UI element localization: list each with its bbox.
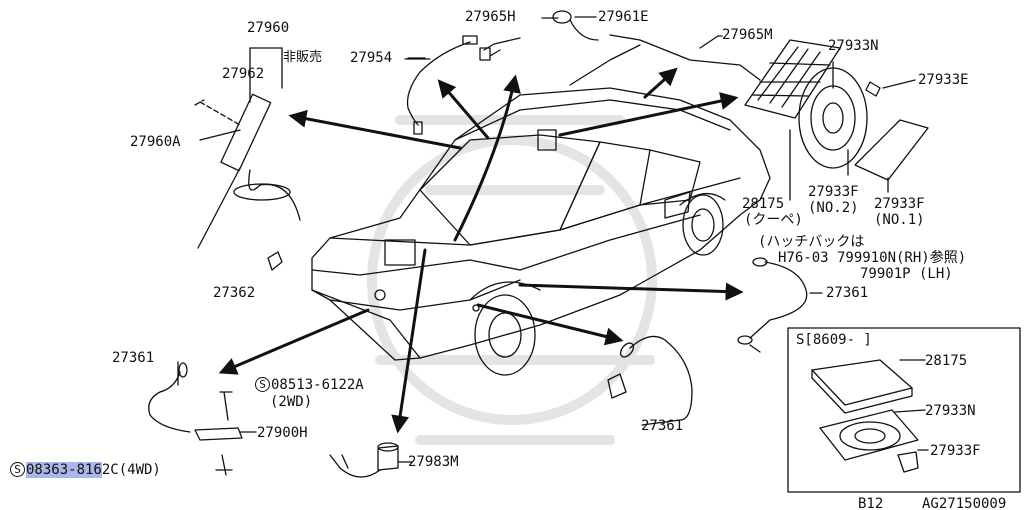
part-note-no1: (NO.1) (874, 212, 925, 228)
part-label-27983m: 27983M (408, 454, 459, 470)
inset-part-label-27933f: 27933F (930, 443, 981, 459)
harness-27965m-drawing (569, 34, 761, 86)
part-number-08513: 08513-6122A (271, 377, 364, 393)
part-label-27362: 27362 (213, 285, 256, 301)
relay-27983m-drawing (377, 445, 399, 471)
part-label-27961e: 27961E (598, 9, 649, 25)
inset-title: S[8609- ] (796, 332, 872, 348)
leader-lines (404, 17, 761, 426)
cable-27954-drawing (406, 41, 471, 126)
inset-part-label-28175: 28175 (925, 353, 968, 369)
callout-arrows (218, 67, 744, 434)
ground-strap-right-drawing (749, 261, 808, 339)
part-label-27933n: 27933N (828, 38, 879, 54)
screw-symbol-icon: S (255, 377, 270, 392)
ground-strap-bottom-drawing (629, 335, 693, 421)
part-label-27361-right: 27361 (826, 285, 869, 301)
part-label-27962: 27962 (222, 66, 265, 82)
part-label-27361-left: 27361 (112, 350, 155, 366)
part-label-27965m: 27965M (722, 27, 773, 43)
part-label-27960: 27960 (247, 20, 290, 36)
screw-symbol-icon: S (10, 462, 25, 477)
antenna-mast-drawing (194, 47, 301, 249)
part-label-27965h: 27965H (465, 9, 516, 25)
inset-part-label-27933n: 27933N (925, 403, 976, 419)
footer-page-id: B12 (858, 496, 884, 510)
part-label-27933f-no2: 27933F (808, 184, 859, 200)
part-note-not-for-sale: 非販売 (283, 50, 323, 65)
part-note-2wd: (2WD) (270, 394, 313, 410)
part-note-no2: (NO.2) (808, 200, 859, 216)
clip-27362-drawing (267, 251, 283, 271)
part-number-08363-suffix: 2C(4WD) (101, 462, 161, 478)
part-label-27954: 27954 (350, 50, 393, 66)
hatchback-note-line3: 79901P (LH) (860, 266, 953, 282)
hatchback-note-line2: H76-03 799910N(RH)参照) (778, 250, 967, 266)
speaker-grille-drawing (744, 39, 841, 119)
part-number-08363-highlight: 08363-816 (26, 462, 102, 478)
footer-diagram-code: AG27150009 (922, 496, 1007, 510)
part-label-27933e: 27933E (918, 72, 969, 88)
part-label-28175: 28175 (742, 196, 785, 212)
part-label-27960a: 27960A (130, 134, 181, 150)
hatchback-note-line1: (ハッチバックは (758, 234, 865, 250)
part-label-27933f-no1: 27933F (874, 196, 925, 212)
part-label-27900h: 27900H (257, 425, 308, 441)
part-note-coupe: (クーペ) (744, 212, 803, 228)
bracket-27933f-drawing (854, 119, 929, 181)
bracket-27900h-drawing (194, 427, 243, 441)
inset-box-drawing (787, 327, 1021, 493)
ground-strap-left-drawing (148, 371, 191, 433)
watermark-emblem (367, 115, 657, 445)
speaker-drawing (798, 61, 868, 169)
part-label-27361-bottom: 27361 (641, 418, 684, 434)
